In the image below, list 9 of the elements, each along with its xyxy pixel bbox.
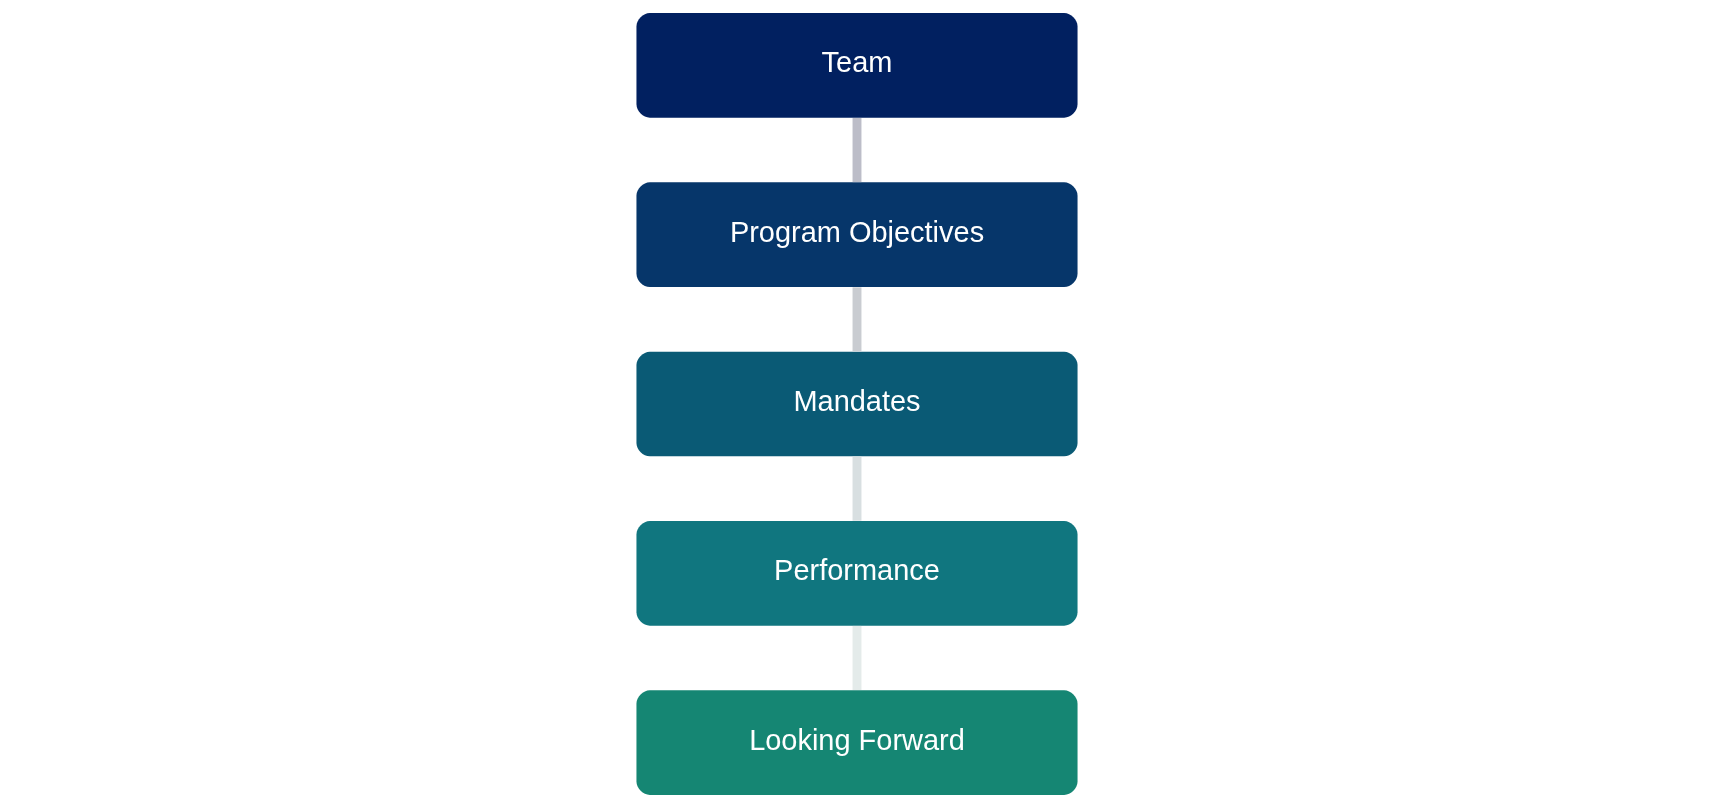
node-box: Mandates [635, 351, 1078, 457]
connector [852, 625, 861, 690]
node-box: Performance [635, 520, 1078, 626]
connector [852, 118, 861, 183]
node-box: Program Objectives [635, 182, 1078, 288]
node-box: Looking Forward [635, 690, 1078, 795]
node-box: Team [635, 13, 1078, 118]
connector [852, 287, 861, 352]
connector [852, 456, 861, 521]
